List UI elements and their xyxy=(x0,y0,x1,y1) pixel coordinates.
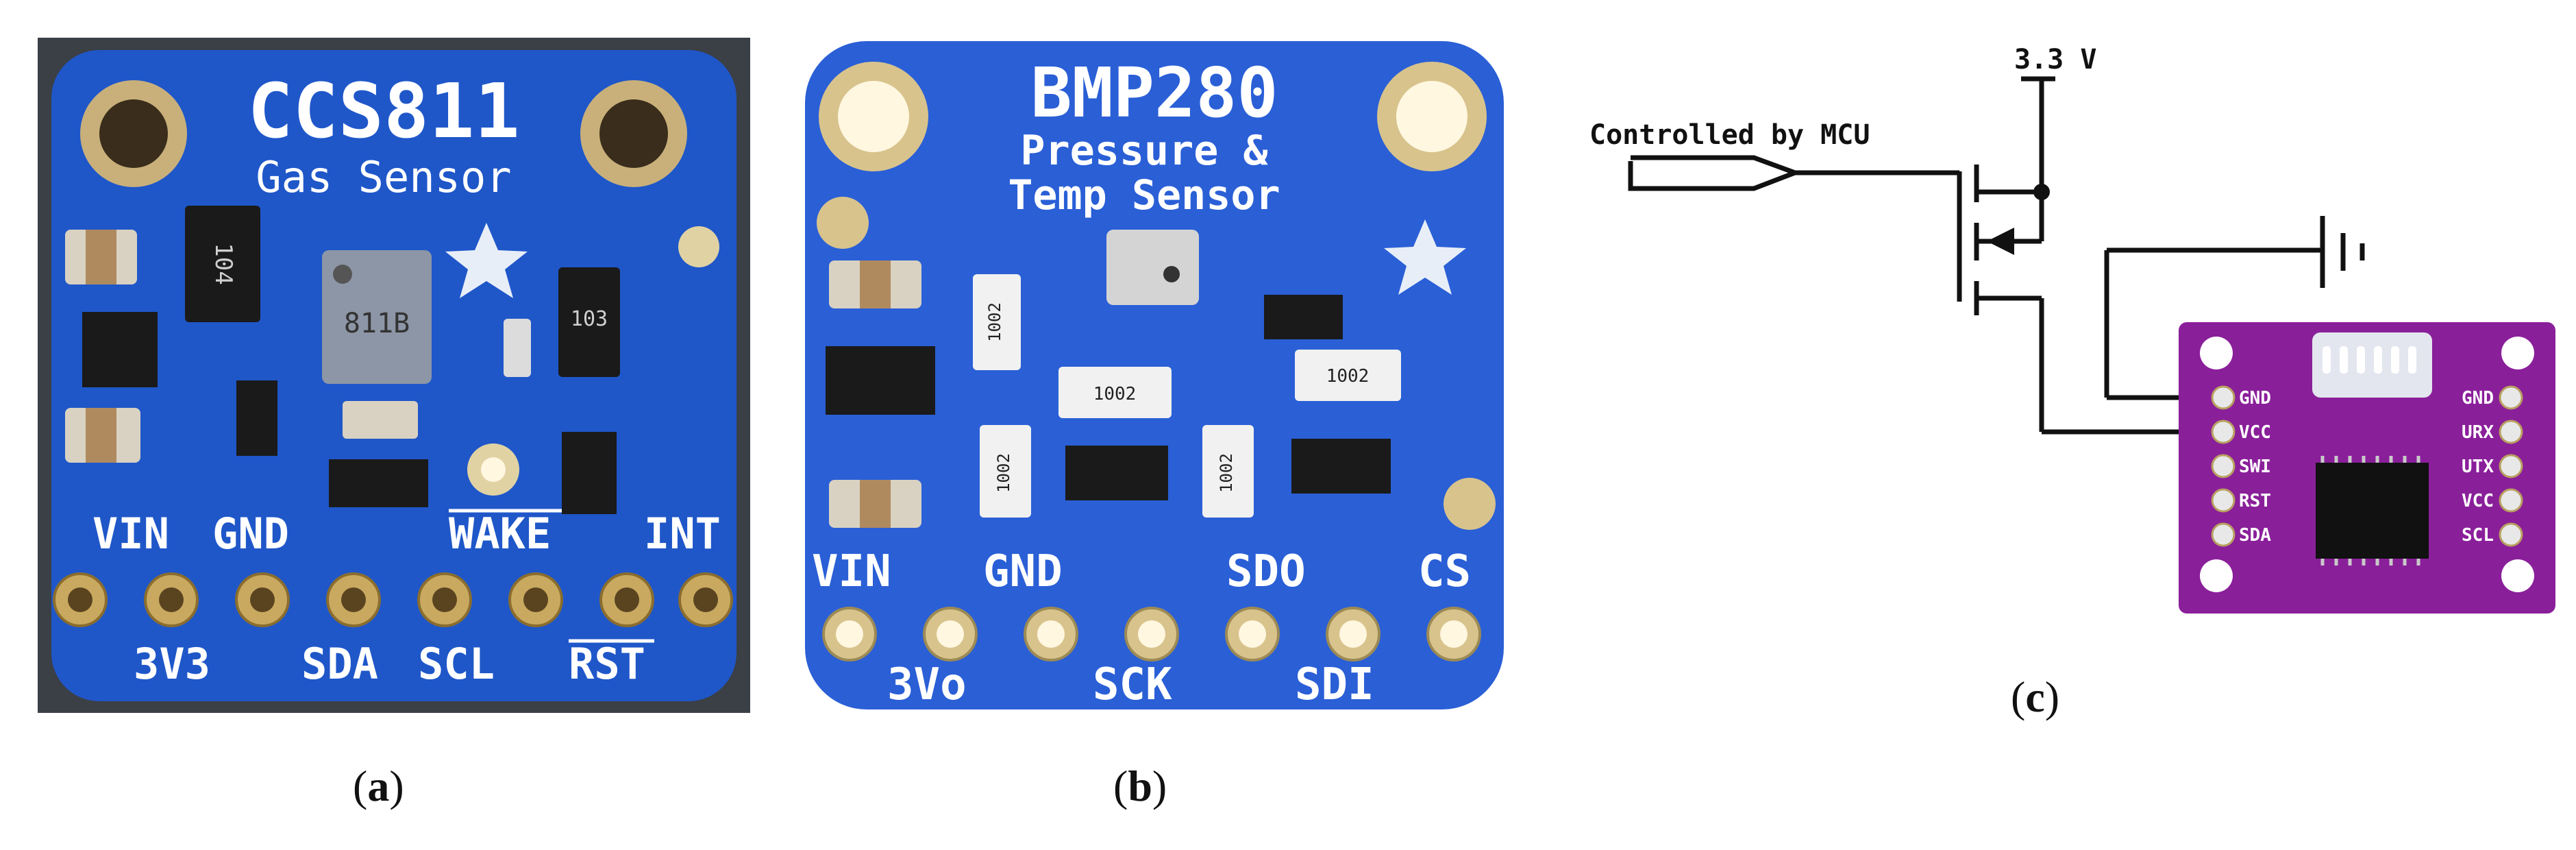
pin-label-3v3: 3V3 xyxy=(134,639,210,689)
module-pin-left: RST xyxy=(2239,491,2271,511)
pin-label-gnd: GND xyxy=(983,546,1063,597)
resistor-marking: 1002 xyxy=(985,302,1004,342)
panel-b-bmp280-board: BMP280 Pressure & Temp Sensor 1002 1002 … xyxy=(798,38,1511,713)
mosfet-switch-schematic: 3.3 V Controlled by MCU GND VCC SWI xyxy=(1589,44,2555,614)
pin-label-rst: RST xyxy=(569,639,645,689)
pin-label-sdi: SDI xyxy=(1295,659,1374,710)
svg-text:103: 103 xyxy=(571,307,608,331)
pin-label-3vo: 3Vo xyxy=(887,659,967,710)
resistor-marking: 1002 xyxy=(994,453,1013,493)
ccs811-subtitle: Gas Sensor xyxy=(256,152,511,202)
star-icon xyxy=(1384,219,1466,295)
module-pin-left: SWI xyxy=(2239,457,2271,477)
bmp280-sensor-chip xyxy=(1106,230,1199,305)
gas-sensor-module: GND VCC SWI RST SDA GND URX UTX VCC SCL xyxy=(2179,322,2555,614)
resistor-marking: 1002 xyxy=(1217,453,1236,493)
bmp280-board-image: BMP280 Pressure & Temp Sensor 1002 1002 … xyxy=(805,41,1504,710)
pin-label-vin: VIN xyxy=(92,509,169,559)
bmp280-subtitle-line1: Pressure & xyxy=(1020,127,1268,175)
bmp280-title: BMP280 xyxy=(1030,53,1278,133)
module-ic xyxy=(2316,463,2429,559)
panel-c-mosfet-switch-circuit: 3.3 V Controlled by MCU GND VCC SWI xyxy=(1576,27,2562,727)
resistor-marking: 1002 xyxy=(1093,384,1137,404)
caption-b: (b) xyxy=(1113,762,1167,810)
mcu-control-label: Controlled by MCU xyxy=(1589,119,1870,151)
bmp280-subtitle-line2: Temp Sensor xyxy=(1008,171,1280,219)
module-pin-right: UTX xyxy=(2462,457,2494,477)
star-icon xyxy=(445,223,528,298)
supply-voltage-label: 3.3 V xyxy=(2014,44,2096,75)
caption-c: (c) xyxy=(2011,672,2060,721)
pin-label-sda: SDA xyxy=(301,639,378,689)
pin-label-sdo: SDO xyxy=(1226,546,1306,597)
module-pin-right: SCL xyxy=(2462,525,2494,546)
module-pin-right: GND xyxy=(2462,388,2494,409)
module-pin-left: SDA xyxy=(2239,525,2271,546)
ccs811-chip-marking: 811B xyxy=(344,308,410,339)
svg-text:104: 104 xyxy=(210,243,237,284)
pin-label-vin: VIN xyxy=(812,546,891,597)
module-pin-left: GND xyxy=(2239,388,2271,409)
caption-a: (a) xyxy=(353,762,404,810)
module-pin-left: VCC xyxy=(2239,422,2271,443)
pin-label-cs: CS xyxy=(1418,546,1471,597)
ccs811-title: CCS811 xyxy=(247,67,519,155)
ccs811-board-image: CCS811 Gas Sensor 104 811B 103 VIN GND W… xyxy=(38,38,750,713)
resistor-marking: 1002 xyxy=(1326,366,1370,387)
pin-label-wake: WAKE xyxy=(449,509,551,559)
pin-label-int: INT xyxy=(644,509,721,559)
pin-label-gnd: GND xyxy=(212,509,289,559)
panel-a-ccs811-board: CCS811 Gas Sensor 104 811B 103 VIN GND W… xyxy=(38,38,750,713)
module-pin-right: VCC xyxy=(2462,491,2494,511)
pin-label-scl: SCL xyxy=(418,639,495,689)
pin-label-sck: SCK xyxy=(1093,659,1172,710)
ccs811-gas-sensor-chip xyxy=(322,250,432,384)
module-pin-right: URX xyxy=(2462,422,2494,443)
